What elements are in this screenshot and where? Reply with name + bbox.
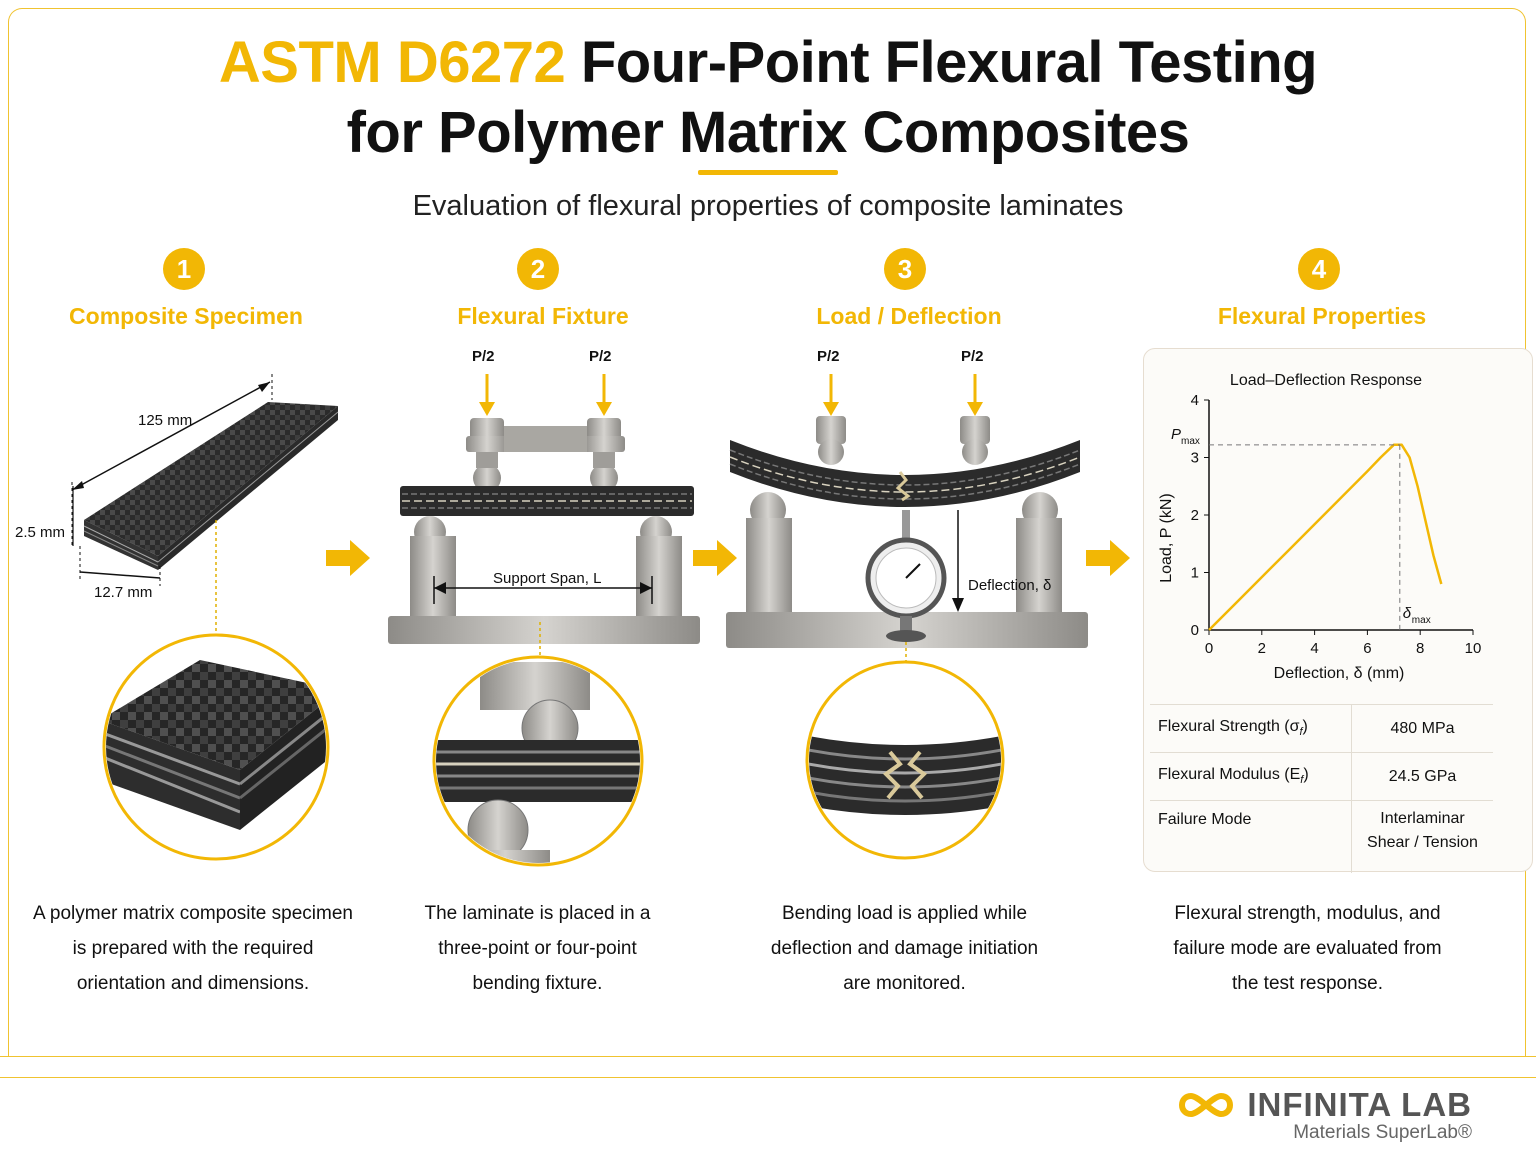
title-line-2: for Polymer Matrix Composites — [346, 100, 1190, 165]
chart-title: Load–Deflection Response — [1230, 372, 1422, 389]
step-4-number: 4 — [1298, 248, 1340, 290]
loading-load-left-label: P/2 — [817, 348, 840, 365]
step-4-title: Flexural Properties — [1217, 303, 1427, 329]
table-row: Flexural Modulus (Ef) 24.5 GPa — [1150, 752, 1493, 801]
step-3-number: 3 — [884, 248, 926, 290]
specimen-width-label: 12.7 mm — [94, 584, 153, 601]
specimen-illustration — [71, 374, 339, 861]
fixture-illustration — [388, 374, 700, 867]
y-tick-label: 3 — [1191, 450, 1199, 467]
x-tick-label: 0 — [1205, 640, 1213, 657]
property-value: 480 MPa — [1351, 704, 1493, 753]
x-tick-label: 8 — [1416, 640, 1424, 657]
step-3-title: Load / Deflection — [816, 303, 1002, 329]
x-tick-label: 4 — [1310, 640, 1318, 657]
page-subtitle: Evaluation of flexural properties of com… — [412, 190, 1124, 222]
deflection-label: Deflection, δ — [968, 577, 1052, 594]
brand-logo: INFINITA LAB Materials SuperLab® — [1175, 1086, 1472, 1144]
series-line — [1208, 443, 1443, 631]
page-title: ASTM D6272 Four-Point Flexural Testing f… — [0, 28, 1536, 168]
dmax-sub-label: max — [1412, 615, 1431, 626]
pmax-sub-label: max — [1181, 436, 1200, 447]
property-label: Flexural Strength (σf) — [1150, 704, 1352, 753]
y-tick-label: 4 — [1191, 392, 1199, 409]
x-tick-label: 10 — [1465, 640, 1482, 657]
step-1-number: 1 — [163, 248, 205, 290]
step-arrow-icon — [326, 540, 370, 576]
table-row: Failure Mode Interlaminar Shear / Tensio… — [1150, 800, 1493, 873]
infinity-icon — [1179, 1092, 1234, 1118]
step-3-description: Bending load is applied while deflection… — [770, 903, 1039, 994]
step-arrow-icon — [693, 540, 737, 576]
dmax-label: δ — [1403, 605, 1412, 622]
y-tick-label: 1 — [1191, 565, 1199, 582]
table-row: Flexural Strength (σf) 480 MPa — [1150, 704, 1493, 753]
specimen-length-label: 125 mm — [138, 412, 193, 429]
divider-line — [0, 1056, 1536, 1057]
y-tick-label: 2 — [1191, 507, 1199, 524]
fixture-load-right-label: P/2 — [589, 348, 612, 365]
x-tick-label: 2 — [1258, 640, 1266, 657]
property-value: Interlaminar Shear / Tension — [1351, 800, 1493, 873]
fixture-load-left-label: P/2 — [472, 348, 495, 365]
property-label: Failure Mode — [1150, 800, 1352, 873]
property-value: 24.5 GPa — [1351, 752, 1493, 801]
loading-illustration — [726, 374, 1088, 860]
pmax-label: P — [1171, 426, 1181, 443]
chart-x-axis-label: Deflection, δ (mm) — [1274, 665, 1405, 682]
chart-y-axis-label: Load, P (kN) — [1158, 493, 1175, 583]
brand-name: INFINITA LAB — [1247, 1086, 1472, 1123]
step-1-title: Composite Specimen — [69, 303, 303, 329]
support-span-label: Support Span, L — [493, 570, 602, 587]
brand-tagline: Materials SuperLab® — [1293, 1122, 1472, 1143]
properties-table: Flexural Strength (σf) 480 MPa Flexural … — [1150, 704, 1493, 873]
title-underline — [698, 170, 838, 175]
step-1-description: A polymer matrix composite specimen is p… — [33, 903, 353, 994]
title-standard: ASTM D6272 — [218, 30, 566, 95]
footer-line — [0, 1077, 1536, 1078]
step-2-description: The laminate is placed in a three-point … — [424, 903, 651, 994]
property-label: Flexural Modulus (Ef) — [1150, 752, 1352, 801]
loading-load-right-label: P/2 — [961, 348, 984, 365]
step-4-description: Flexural strength, modulus, and failure … — [1173, 903, 1442, 994]
x-tick-label: 6 — [1363, 640, 1371, 657]
step-2-number: 2 — [517, 248, 559, 290]
step-arrow-icon — [1086, 540, 1130, 576]
load-deflection-chart: Load–Deflection Response Deflection, δ (… — [1158, 372, 1482, 682]
y-tick-label: 0 — [1191, 622, 1199, 639]
step-2-title: Flexural Fixture — [457, 303, 629, 329]
specimen-thickness-label: 2.5 mm — [15, 524, 66, 541]
title-line-1: Four-Point Flexural Testing — [580, 30, 1318, 95]
